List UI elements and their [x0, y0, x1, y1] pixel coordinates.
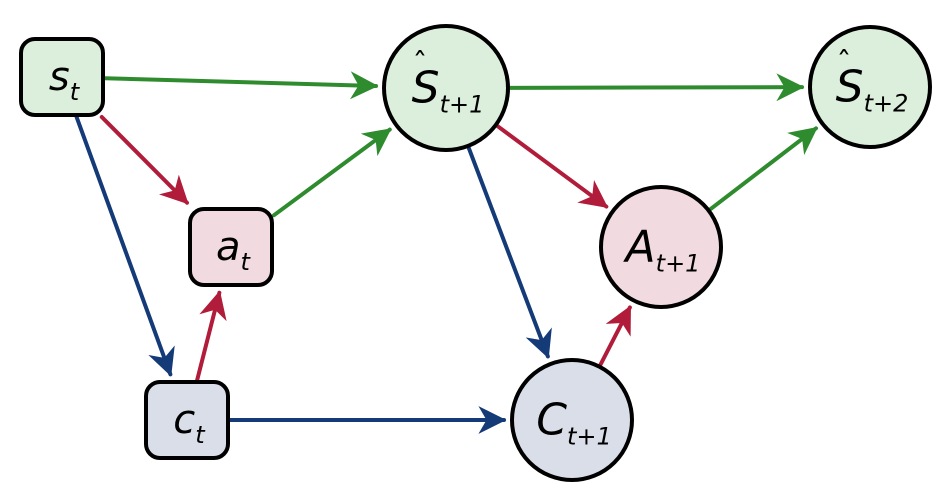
edge-S_t1-to-S_t2 [507, 73, 805, 102]
edge-A_t1-to-S_t2 [708, 126, 819, 212]
edge-s_t-to-a_t [99, 115, 190, 205]
node-c_t-label-base: c [173, 397, 195, 443]
node-a_t-label-base: a [216, 224, 241, 270]
node-C_t1-label-sub: t+1 [567, 423, 612, 451]
node-s_t-label-sub: t [70, 78, 81, 106]
node-S_t2-hat-mark: ˆ [837, 46, 852, 81]
node-S_t2: St+2ˆ [808, 25, 932, 149]
node-S_t1-label-sub: t+1 [440, 91, 485, 119]
node-s_t: st [19, 37, 105, 117]
node-S_t1: St+1ˆ [382, 24, 510, 152]
node-S_t2-label-base: S [836, 62, 864, 113]
node-S_t2-label-sub: t+2 [864, 90, 909, 118]
node-s_t-label: st [49, 54, 81, 106]
node-S_t1-label-base: S [412, 63, 440, 114]
node-S_t1-hat-mark: ˆ [413, 47, 428, 82]
node-a_t: at [188, 207, 274, 287]
edge-s_t-to-c_t [74, 115, 175, 377]
edge-a_t-to-S_t1 [272, 127, 392, 218]
node-c_t-shape [144, 380, 230, 460]
node-s_t-label-base: s [49, 54, 70, 100]
node-C_t1: Ct+1 [510, 358, 634, 482]
edge-C_t1-to-A_t1 [598, 305, 632, 367]
node-c_t-label-sub: t [195, 421, 206, 449]
edge-c_t-to-a_t [195, 290, 227, 382]
node-a_t-label: at [216, 224, 252, 276]
node-A_t1-label-sub: t+1 [656, 250, 701, 278]
edge-S_t1-to-C_t1 [466, 145, 552, 359]
node-S_t1-label: St+1 [412, 63, 485, 119]
node-S_t2-label: St+2 [836, 62, 909, 118]
edge-S_t1-to-A_t1 [495, 124, 609, 209]
node-C_t1-label-base: C [536, 395, 567, 446]
edges-layer [74, 71, 819, 434]
node-a_t-shape [188, 207, 274, 287]
node-c_t-label: ct [173, 397, 206, 449]
node-S_t1-shape [382, 24, 510, 152]
node-c_t: ct [144, 380, 230, 460]
node-C_t1-shape [510, 358, 634, 482]
node-a_t-label-sub: t [241, 248, 252, 276]
node-A_t1-label-base: A [623, 222, 656, 273]
node-s_t-shape [19, 37, 105, 117]
node-A_t1-label: At+1 [623, 222, 701, 278]
node-S_t2-shape [808, 25, 932, 149]
node-A_t1-shape [599, 185, 723, 309]
edge-s_t-to-S_t1 [103, 71, 379, 100]
node-A_t1: At+1 [599, 185, 723, 309]
node-C_t1-label: Ct+1 [536, 395, 612, 451]
